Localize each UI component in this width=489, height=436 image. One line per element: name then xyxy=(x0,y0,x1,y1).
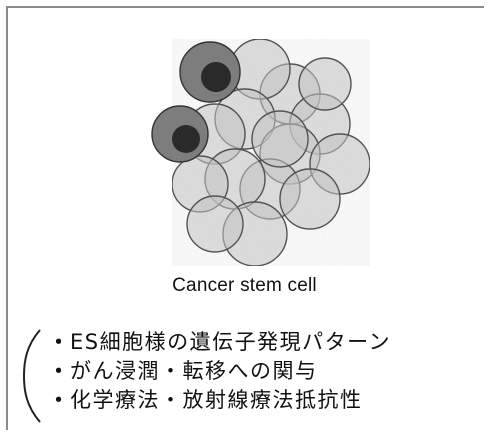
left-bracket xyxy=(20,328,44,424)
feature-item: ・がん浸潤・転移への関与 xyxy=(48,357,391,386)
differentiated-cell xyxy=(252,111,308,167)
feature-list: ・ES細胞様の遺伝子発現パターン ・がん浸潤・転移への関与 ・化学療法・放射線療… xyxy=(48,328,391,415)
cell-cluster xyxy=(140,24,370,269)
stem-cell-nucleus xyxy=(201,62,231,92)
differentiated-cell xyxy=(187,196,243,252)
differentiated-cell xyxy=(299,58,351,110)
feature-item: ・化学療法・放射線療法抵抗性 xyxy=(48,386,391,415)
diagram-caption: Cancer stem cell xyxy=(0,275,489,297)
feature-item: ・ES細胞様の遺伝子発現パターン xyxy=(48,328,391,357)
feature-block: ・ES細胞様の遺伝子発現パターン ・がん浸潤・転移への関与 ・化学療法・放射線療… xyxy=(20,328,480,428)
stem-cell-nucleus xyxy=(172,125,200,153)
differentiated-cell xyxy=(280,169,340,229)
